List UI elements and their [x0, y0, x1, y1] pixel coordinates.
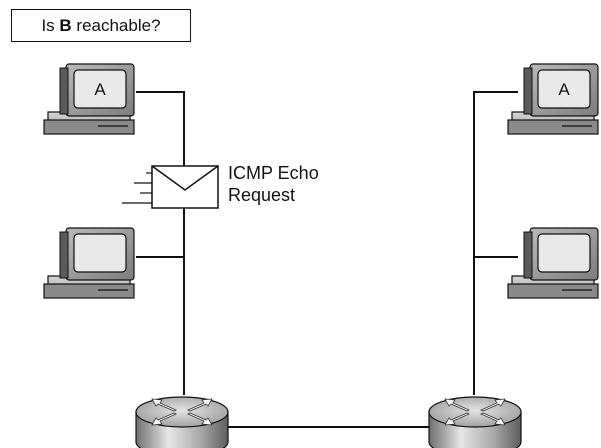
network-links [136, 91, 518, 428]
left-host-a-link [136, 91, 185, 395]
right-host-b-computer [507, 227, 599, 299]
right-router-icon [428, 396, 522, 448]
right-host-a-label: A [558, 80, 570, 99]
packet-caption-line2: Request [228, 185, 296, 205]
question-box: Is B reachable? [11, 9, 191, 42]
right-host-a-link [473, 91, 518, 395]
question-prefix: Is [41, 15, 60, 35]
question-suffix: reachable? [71, 15, 161, 35]
left-router-icon [135, 396, 229, 448]
packet-caption-line1: ICMP Echo [228, 163, 319, 183]
question-target: B [59, 15, 72, 35]
left-host-b-computer [43, 227, 135, 299]
right-host-a-computer [507, 63, 599, 135]
envelope-icon [122, 165, 219, 209]
packet-caption: ICMP Echo Request [228, 162, 319, 206]
left-host-a-label: A [94, 80, 106, 99]
motion-lines [122, 172, 152, 204]
left-host-a-computer [43, 63, 135, 135]
